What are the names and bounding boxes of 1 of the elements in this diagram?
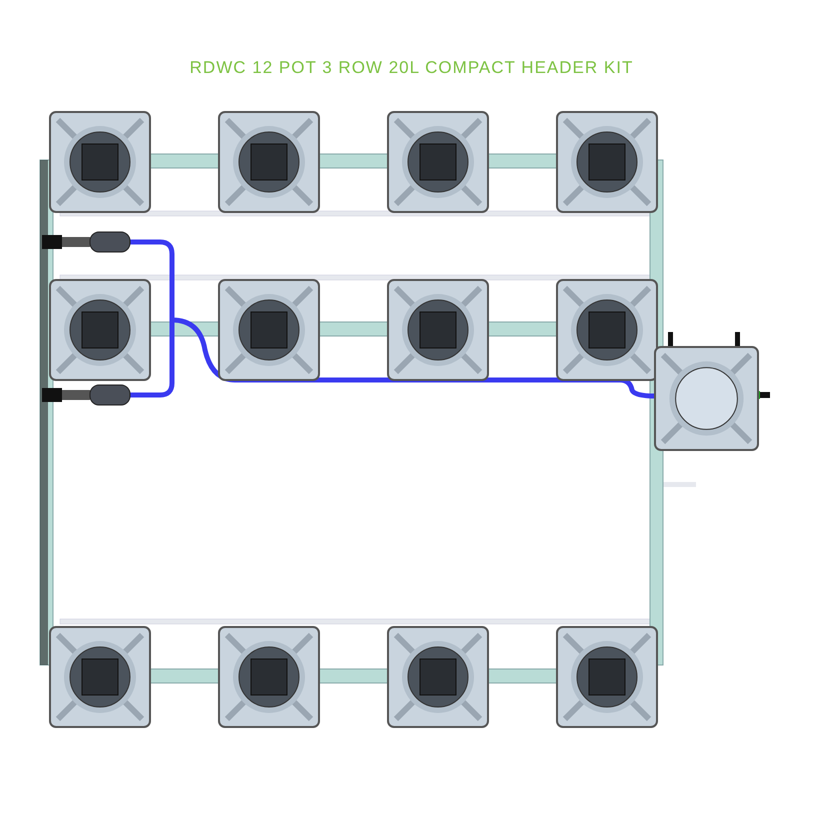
diagram-title: RDWC 12 POT 3 ROW 20L COMPACT HEADER KIT [188, 58, 634, 78]
